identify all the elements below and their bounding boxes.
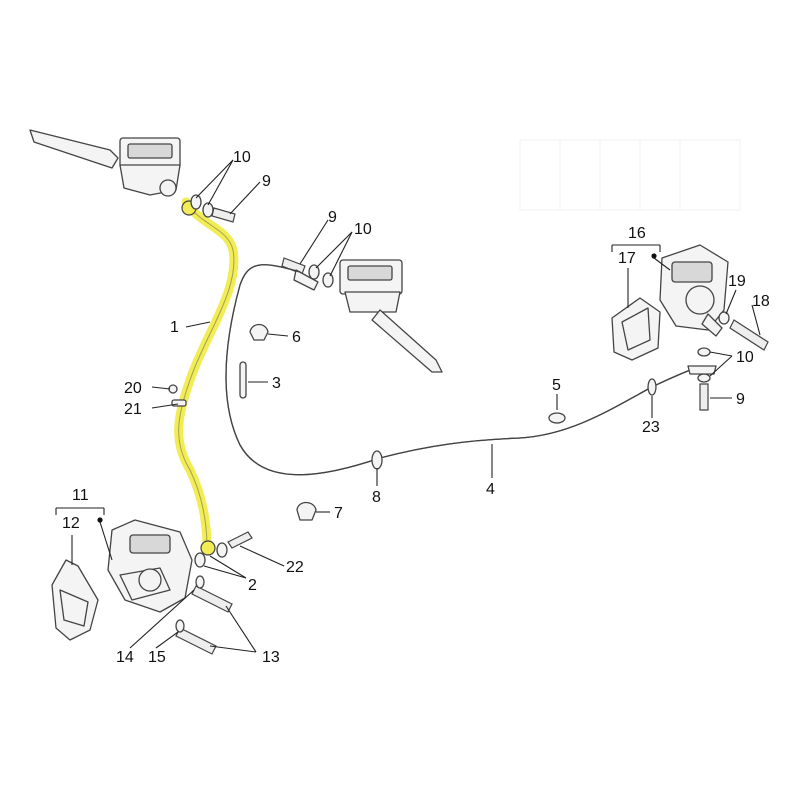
callout-18: 18 <box>752 293 770 310</box>
kit-dot-16 <box>651 253 657 259</box>
callout-20: 20 <box>124 380 142 397</box>
callout-3: 3 <box>272 375 281 392</box>
brake-pads[interactable] <box>51 559 99 641</box>
top-left-banjo-hardware[interactable] <box>190 194 236 223</box>
callout-23: 23 <box>642 419 660 436</box>
callout-8: 8 <box>372 489 381 506</box>
rear-brake-pads[interactable] <box>611 297 661 361</box>
rear-brake-line[interactable] <box>225 264 701 476</box>
callout-10-right: 10 <box>736 349 754 366</box>
sleeve-part-3[interactable] <box>239 361 247 399</box>
front-brake-caliper[interactable] <box>107 519 193 613</box>
callout-9-center: 9 <box>328 209 337 226</box>
background-grid <box>519 139 741 211</box>
front-master-cylinder[interactable] <box>29 129 181 197</box>
callout-4: 4 <box>486 481 495 498</box>
callout-15: 15 <box>148 649 166 666</box>
clip-part-6[interactable] <box>249 323 269 341</box>
callout-19: 19 <box>728 273 746 290</box>
callout-14: 14 <box>116 649 134 666</box>
callout-numbers: 10 9 1 9 10 6 3 20 21 8 4 5 7 23 16 17 1… <box>62 149 770 666</box>
grommet-part-23[interactable] <box>647 378 657 396</box>
clip-part-7[interactable] <box>296 501 317 521</box>
rear-master-cylinder[interactable] <box>281 257 443 373</box>
caliper-bolts[interactable] <box>175 531 253 655</box>
callout-2: 2 <box>248 577 257 594</box>
callout-6: 6 <box>292 329 301 346</box>
callout-13: 13 <box>262 649 280 666</box>
rear-brake-caliper[interactable] <box>659 244 729 337</box>
ring-part-8[interactable] <box>371 450 383 470</box>
callout-11: 11 <box>72 487 89 504</box>
callout-7: 7 <box>334 505 343 522</box>
callout-17: 17 <box>618 250 636 267</box>
callout-21: 21 <box>124 401 142 418</box>
callout-16: 16 <box>628 225 646 242</box>
callout-12: 12 <box>62 515 80 532</box>
ring-part-5[interactable] <box>548 412 566 424</box>
callout-9-right: 9 <box>736 391 745 408</box>
callout-5: 5 <box>552 377 561 394</box>
callout-10-center: 10 <box>354 221 372 238</box>
callout-9-top-left: 9 <box>262 173 271 190</box>
front-brake-hose[interactable] <box>174 197 239 556</box>
leader-lines <box>55 159 761 653</box>
kit-dot-11 <box>97 517 103 523</box>
callout-22: 22 <box>286 559 304 576</box>
callout-1: 1 <box>170 319 179 336</box>
callout-10-top-left: 10 <box>233 149 251 166</box>
